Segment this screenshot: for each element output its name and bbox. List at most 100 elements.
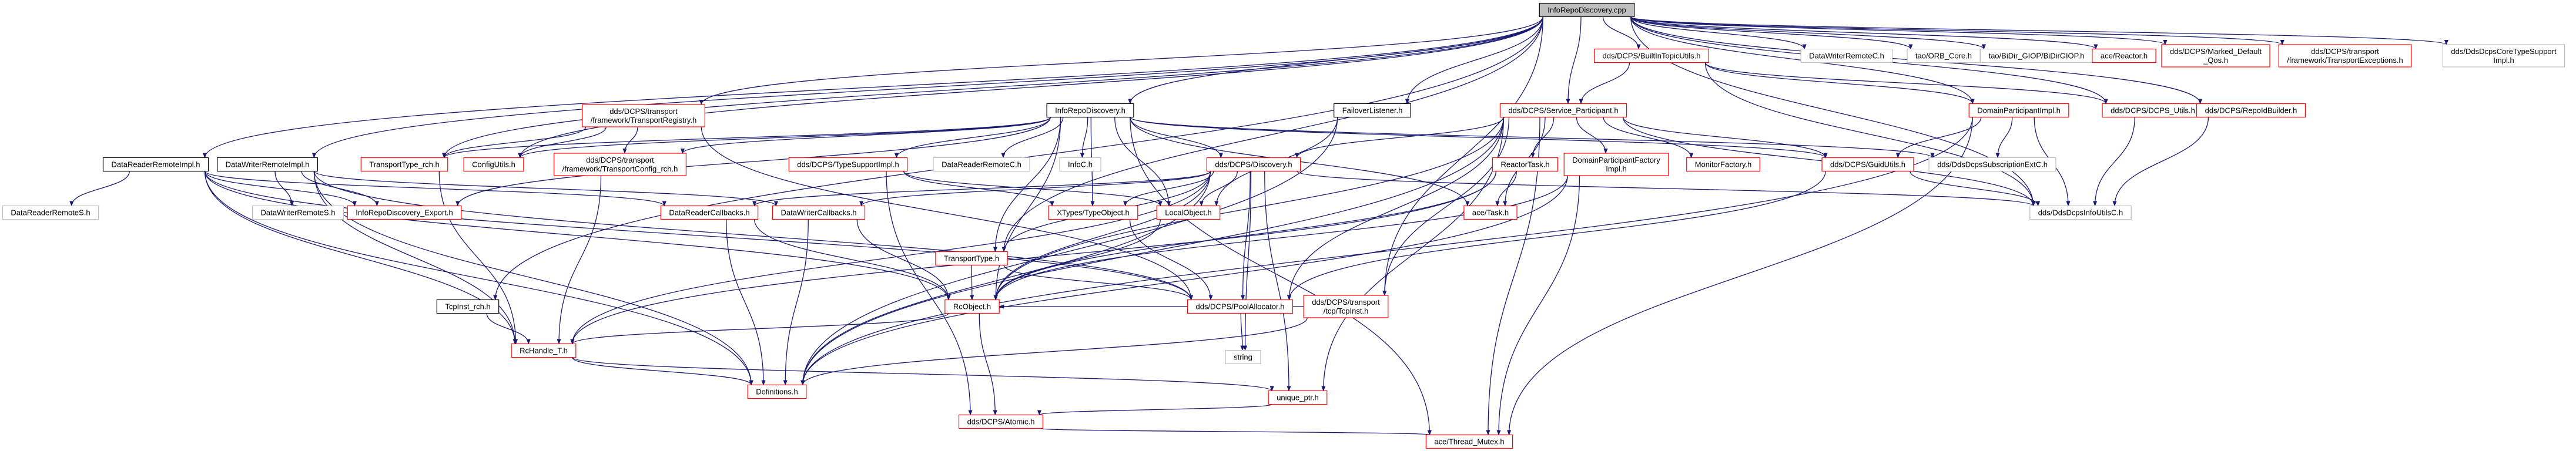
node-ttype[interactable]: TransportType.h	[935, 251, 1008, 266]
edge-dpf-to-defs	[800, 175, 1568, 386]
edge-disc-to-uptr	[1264, 171, 1291, 392]
edge-svcp-to-tcpi	[1382, 117, 1510, 296]
node-box	[1048, 205, 1138, 220]
edge-ird-to-tcfg	[680, 116, 1051, 154]
edge-rbld-to-dinfo	[2112, 117, 2209, 207]
node-dsub: dds/DdsDcpsSubscriptionExtC.h	[1928, 157, 2056, 172]
node-mdq[interactable]: dds/DCPS/Marked_Default_Qos.h	[2161, 44, 2270, 68]
node-defs[interactable]: Definitions.h	[747, 384, 807, 399]
node-box	[360, 157, 448, 172]
node-box	[554, 153, 686, 176]
node-pool[interactable]: dds/DCPS/PoolAllocator.h	[1187, 299, 1294, 314]
edge-root-to-orbc	[1630, 16, 1913, 50]
node-box	[747, 384, 807, 399]
node-box	[2029, 205, 2132, 220]
node-tpich[interactable]: TransportType_rch.h	[360, 157, 448, 172]
edge-btu-to-dinfo	[1704, 62, 2036, 207]
edge-root-to-reactor	[1630, 16, 2098, 50]
node-box	[788, 157, 908, 172]
edge-drri-to-drrs	[69, 171, 130, 207]
node-label: ConfigUtils.h	[472, 160, 515, 169]
node-atomic[interactable]: dds/DCPS/Atomic.h	[958, 414, 1044, 429]
edge-btu-to-svcp	[1579, 62, 1630, 105]
node-label: TransportType.h	[944, 254, 999, 263]
node-label: string	[1234, 353, 1252, 362]
edge-drri-to-pool	[204, 171, 1193, 301]
node-box	[1425, 434, 1513, 449]
node-ird: InfoRepoDiscovery.h	[1046, 103, 1134, 118]
node-tmutex[interactable]: ace/Thread_Mutex.h	[1425, 434, 1513, 449]
node-label: /framework/TransportConfig_rch.h	[562, 164, 678, 173]
edge-drri-to-irde	[204, 171, 357, 207]
edge-dwri-to-pool	[313, 171, 1194, 301]
node-label: InfoRepoDiscovery.cpp	[1547, 6, 1626, 15]
edge-svcp-to-guid	[1622, 117, 1828, 159]
node-label: dds/DCPS/Discovery.h	[1215, 160, 1292, 169]
node-box	[1156, 205, 1221, 220]
edge-rtask-to-rco	[993, 171, 1497, 301]
node-dutils[interactable]: dds/DCPS/DCPS_Utils.h	[2102, 103, 2204, 118]
node-label: dds/DCPS/GuidUtils.h	[1830, 160, 1905, 169]
node-tcpi[interactable]: dds/DCPS/transport/tcp/TcpInst.h	[1303, 295, 1389, 318]
node-label: FailoverListener.h	[1342, 106, 1403, 115]
node-treg[interactable]: dds/DCPS/transport/framework/TransportRe…	[582, 104, 705, 127]
node-guid[interactable]: dds/DCPS/GuidUtils.h	[1821, 157, 1914, 172]
node-rtask[interactable]: ReactorTask.h	[1492, 157, 1559, 172]
node-xtto[interactable]: XTypes/TypeObject.h	[1048, 205, 1138, 220]
edge-lobj-to-rco	[993, 219, 1161, 301]
node-dwcb[interactable]: DataWriterCallbacks.h	[772, 205, 866, 220]
edge-disc-to-dinfo	[1296, 170, 2036, 207]
edge-root-to-dwri	[311, 16, 1543, 159]
node-box	[2278, 44, 2412, 68]
node-rch[interactable]: RcHandle_T.h	[511, 343, 577, 358]
node-label: dds/DCPS/transport	[1312, 298, 1380, 307]
node-reactor[interactable]: ace/Reactor.h	[2092, 48, 2156, 63]
node-label: InfoRepoDiscovery_Export.h	[356, 208, 453, 217]
node-btu[interactable]: dds/DCPS/BuiltInTopicUtils.h	[1593, 48, 1710, 63]
node-rbld[interactable]: dds/DCPS/RepoIdBuilder.h	[2196, 103, 2306, 118]
node-label: InfoC.h	[1068, 160, 1093, 169]
edge-xtto-to-pool	[1129, 219, 1213, 301]
node-label: Impl.h	[1606, 164, 1626, 173]
node-drcb[interactable]: DataReaderCallbacks.h	[660, 205, 759, 220]
node-label: dds/DCPS/TypeSupportImpl.h	[797, 160, 899, 169]
node-irde[interactable]: InfoRepoDiscovery_Export.h	[347, 205, 462, 220]
edge-svcp-to-mfac	[1603, 117, 1694, 159]
node-box	[1206, 157, 1301, 172]
node-dpi[interactable]: DomainParticipantImpl.h	[1968, 103, 2069, 118]
node-atask[interactable]: ace/Task.h	[1463, 205, 1518, 220]
node-dtsi[interactable]: dds/DCPS/TypeSupportImpl.h	[788, 157, 908, 172]
node-label: /framework/TransportExceptions.h	[2287, 56, 2403, 65]
node-label: XTypes/TypeObject.h	[1057, 208, 1130, 217]
edge-root-to-treg	[699, 16, 1543, 105]
node-lobj[interactable]: LocalObject.h	[1156, 205, 1221, 220]
edge-ird-to-dtsi	[894, 117, 1051, 159]
node-uptr[interactable]: unique_ptr.h	[1268, 390, 1328, 405]
node-svcp[interactable]: dds/DCPS/Service_Participant.h	[1499, 103, 1627, 118]
node-label: dds/DCPS/BuiltInTopicUtils.h	[1603, 52, 1701, 60]
node-box	[772, 205, 866, 220]
edge-dtsi-to-atomic	[886, 171, 973, 416]
node-disc[interactable]: dds/DCPS/Discovery.h	[1206, 157, 1301, 172]
node-label: dds/DdsDcpsInfoUtilsC.h	[2038, 208, 2123, 217]
node-texc[interactable]: dds/DCPS/transport/framework/TransportEx…	[2278, 44, 2412, 68]
node-box	[511, 343, 577, 358]
node-rco[interactable]: RcObject.h	[944, 299, 1000, 314]
edge-ird-to-irde	[455, 117, 1051, 207]
node-label: tao/ORB_Core.h	[1915, 52, 1972, 60]
node-box	[436, 299, 500, 314]
node-dwrs: DataWriterRemoteS.h	[252, 205, 344, 220]
edge-drri-to-defs	[204, 171, 753, 386]
edge-uptr-to-atomic	[1037, 403, 1272, 416]
node-box	[582, 104, 705, 127]
edge-root-to-fol	[1405, 16, 1543, 105]
node-dwri: DataWriterRemoteImpl.h	[216, 157, 319, 172]
edge-ird-to-rco	[993, 117, 1061, 301]
node-mfac[interactable]: MonitorFactory.h	[1686, 157, 1760, 172]
node-cfgu[interactable]: ConfigUtils.h	[463, 157, 524, 172]
edge-rco-to-rch	[570, 312, 949, 345]
edge-drri-to-rch	[204, 171, 517, 345]
node-tcfg[interactable]: dds/DCPS/transport/framework/TransportCo…	[554, 153, 686, 176]
